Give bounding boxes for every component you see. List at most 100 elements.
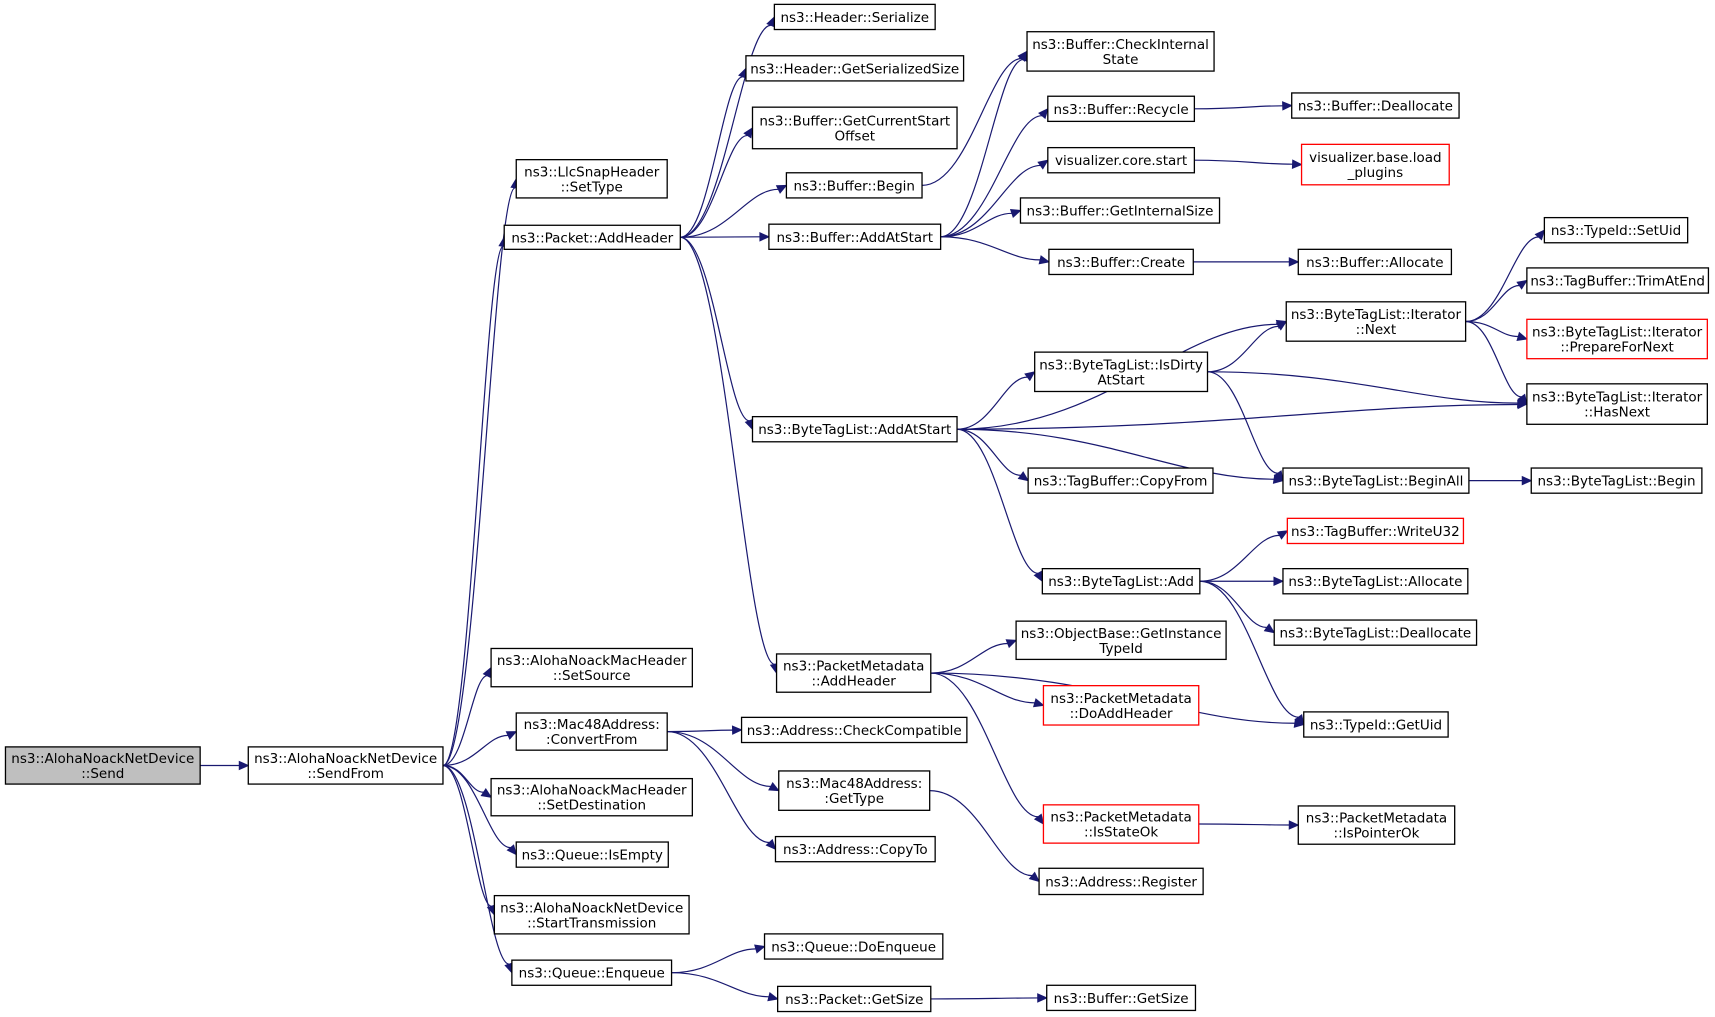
function-node-trimatend[interactable]: ns3::TagBuffer::TrimAtEnd: [1526, 267, 1710, 294]
node-label: ns3::Buffer::GetInternalSize: [1027, 204, 1214, 220]
function-node-beginall[interactable]: ns3::ByteTagList::BeginAll: [1282, 467, 1470, 494]
edge-enqueue-doenqueue: [671, 944, 766, 974]
function-node-getuid[interactable]: ns3::TypeId::GetUid: [1303, 711, 1449, 738]
node-label: ns3::Buffer::AddAtStart: [777, 230, 934, 246]
edge-arrowhead: [238, 760, 250, 771]
function-node-isempty[interactable]: ns3::Queue::IsEmpty: [515, 841, 669, 868]
function-node-bufgetsize[interactable]: ns3::Buffer::GetSize: [1046, 984, 1197, 1012]
function-node-getinternalsize[interactable]: ns3::Buffer::GetInternalSize: [1019, 197, 1221, 224]
function-node-pktgetsize[interactable]: ns3::Packet::GetSize: [777, 985, 932, 1013]
function-node-hdrser[interactable]: ns3::Header::Serialize: [773, 3, 936, 31]
function-node-writeu32[interactable]: ns3::TagBuffer::WriteU32: [1286, 517, 1465, 545]
function-node-setuid[interactable]: ns3::TypeId::SetUid: [1543, 216, 1689, 244]
function-node-sendfrom[interactable]: ns3::AlohaNoackNetDevice::SendFrom: [247, 746, 444, 785]
node-label: AtStart: [1097, 372, 1144, 388]
edge-isdirty-beginall: [1207, 371, 1284, 482]
function-node-loadplugins[interactable]: visualizer.base.load_plugins: [1300, 143, 1450, 186]
function-node-preparefornext[interactable]: ns3::ByteTagList::Iterator::PrepareForNe…: [1526, 318, 1708, 360]
function-node-checkcompat[interactable]: ns3::Address::CheckCompatible: [740, 716, 968, 744]
function-node-bufalloc[interactable]: ns3::Buffer::Allocate: [1297, 248, 1453, 276]
function-node-doaddheader[interactable]: ns3::PacketMetadata::DoAddHeader: [1042, 685, 1200, 726]
function-node-bufaddatstart[interactable]: ns3::Buffer::AddAtStart: [768, 223, 942, 250]
node-box: [1282, 467, 1470, 494]
edge-line: [680, 134, 748, 238]
function-node-pmaddheader[interactable]: ns3::PacketMetadata::AddHeader: [775, 653, 932, 693]
edge-line: [1198, 823, 1290, 826]
edge-arrowhead: [1534, 229, 1546, 241]
function-node-btladdatstart[interactable]: ns3::ByteTagList::AddAtStart: [751, 415, 958, 443]
function-node-llcsettype[interactable]: ns3::LlcSnapHeader::SetType: [515, 159, 668, 199]
edge-recycle-dealloc: [1194, 101, 1293, 111]
node-label: ns3::Queue::Enqueue: [519, 966, 665, 982]
edge-addheader-pmaddheader: [680, 236, 780, 675]
edge-arrowhead: [1273, 470, 1284, 482]
node-label: ns3::ByteTagList::Allocate: [1288, 574, 1462, 590]
edge-addheader-bufaddatstart: [680, 232, 771, 242]
function-node-hdrsize[interactable]: ns3::Header::GetSerializedSize: [745, 55, 965, 82]
function-node-setdest[interactable]: ns3::AlohaNoackMacHeader::SetDestination: [490, 777, 693, 817]
edge-line: [680, 24, 771, 238]
function-node-copyto[interactable]: ns3::Address::CopyTo: [774, 835, 936, 863]
node-label: TypeId: [1098, 641, 1143, 657]
function-node-addrregister[interactable]: ns3::Address::Register: [1038, 867, 1204, 896]
node-box: [763, 933, 944, 960]
function-node-enqueue[interactable]: ns3::Queue::Enqueue: [511, 959, 673, 986]
function-node-btldealloc[interactable]: ns3::ByteTagList::Deallocate: [1273, 619, 1478, 646]
node-box: [1038, 867, 1204, 896]
function-node-btlalloc[interactable]: ns3::ByteTagList::Allocate: [1282, 567, 1469, 595]
function-node-isstateok[interactable]: ns3::PacketMetadata::IsStateOk: [1042, 804, 1200, 844]
function-node-ispointerok[interactable]: ns3::PacketMetadata::IsPointerOk: [1297, 805, 1456, 845]
edge-sendfrom-convertfrom: [442, 731, 518, 767]
edge-line: [930, 997, 1038, 1000]
function-node-convertfrom[interactable]: ns3::Mac48Address::ConvertFrom: [515, 712, 668, 751]
function-node-macgettype[interactable]: ns3::Mac48Address::GetType: [778, 770, 931, 811]
node-label: ns3::Mac48Address:: [786, 776, 922, 792]
function-node-send[interactable]: ns3::AlohaNoackNetDevice::Send: [4, 746, 201, 785]
function-node-doenqueue[interactable]: ns3::Queue::DoEnqueue: [763, 933, 944, 960]
edge-arrowhead: [765, 838, 777, 851]
edge-arrowhead: [1293, 718, 1305, 728]
node-box: [1526, 318, 1708, 360]
edge-line: [1207, 371, 1278, 474]
function-node-starttx[interactable]: ns3::AlohaNoackNetDevice::StartTransmiss…: [493, 894, 690, 935]
function-node-bufbegin[interactable]: ns3::Buffer::Begin: [785, 172, 923, 199]
function-node-setsource[interactable]: ns3::AlohaNoackMacHeader::SetSource: [490, 647, 693, 688]
function-node-btladd[interactable]: ns3::ByteTagList::Add: [1041, 567, 1201, 595]
edge-line: [957, 428, 1021, 476]
edge-btladdatstart-isdirty: [957, 371, 1036, 430]
function-node-tbcopyfrom[interactable]: ns3::TagBuffer::CopyFrom: [1027, 467, 1214, 494]
edge-line: [1465, 320, 1522, 398]
node-label: ns3::Header::Serialize: [780, 10, 929, 26]
edge-btladdatstart-hasnext: [957, 399, 1529, 430]
edge-line: [442, 764, 510, 965]
function-node-hasnext[interactable]: ns3::ByteTagList::Iterator::HasNext: [1526, 383, 1708, 425]
function-node-bufcreate[interactable]: ns3::Buffer::Create: [1048, 248, 1194, 276]
node-label: ::DoAddHeader: [1070, 706, 1173, 722]
node-label: ::Send: [81, 766, 124, 782]
function-node-vizstart[interactable]: visualizer.core.start: [1047, 146, 1196, 174]
function-node-itnext[interactable]: ns3::ByteTagList::Iterator::Next: [1285, 301, 1467, 342]
node-box: [1047, 146, 1196, 174]
edge-line: [922, 57, 1022, 186]
edge-bufcreate-bufalloc: [1193, 257, 1300, 267]
edge-isdirty-itnext: [1207, 320, 1288, 373]
node-label: ns3::Address::Register: [1045, 874, 1197, 890]
function-node-addheader[interactable]: ns3::Packet::AddHeader: [503, 224, 681, 250]
edge-arrowhead: [1521, 475, 1533, 486]
node-box: [503, 224, 681, 250]
node-box: [1285, 301, 1467, 342]
edge-line: [940, 212, 1012, 238]
function-node-dealloc[interactable]: ns3::Buffer::Deallocate: [1291, 92, 1460, 119]
function-node-btlbegin[interactable]: ns3::ByteTagList::Begin: [1530, 467, 1703, 494]
edge-arrowhead: [1291, 159, 1303, 169]
edge-bufaddatstart-getinternalsize: [940, 208, 1022, 238]
node-label: ns3::PacketMetadata: [1050, 809, 1191, 825]
edge-line: [680, 236, 775, 665]
function-node-recycle[interactable]: ns3::Buffer::Recycle: [1047, 95, 1196, 123]
node-label: ns3::AlohaNoackNetDevice: [11, 751, 194, 767]
